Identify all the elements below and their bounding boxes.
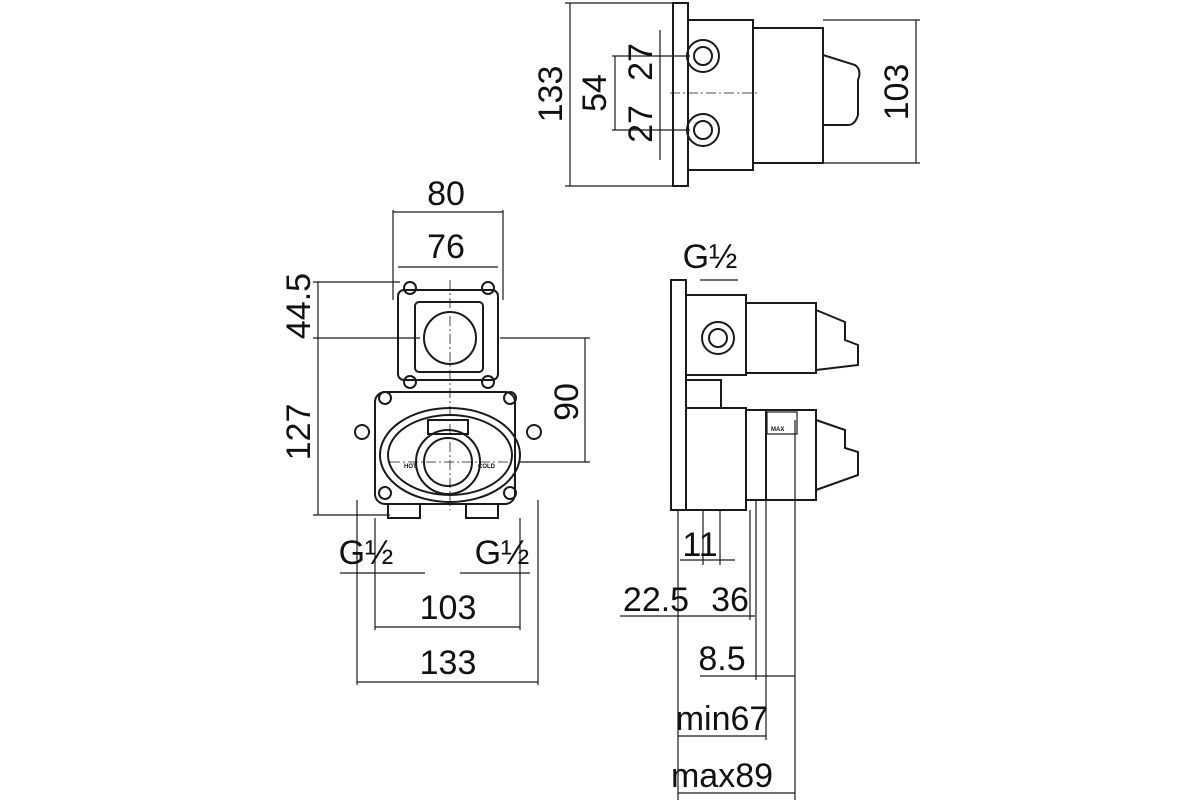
dim-side-22-5: 22.5 [623, 581, 689, 619]
dim-top-27-upper: 27 [622, 43, 660, 81]
thread-side-g12: G½ [683, 238, 738, 276]
dim-side-min67: min67 [676, 700, 769, 738]
label-cold: COLD [478, 464, 496, 470]
label-max: MAX [771, 427, 784, 433]
dim-top-54: 54 [576, 74, 614, 112]
dim-front-133: 133 [420, 644, 477, 682]
thread-left-g12: G½ [339, 534, 394, 572]
thread-right-g12: G½ [475, 534, 530, 572]
dim-front-44-5: 44.5 [280, 273, 318, 339]
dim-front-76: 76 [427, 228, 465, 266]
dim-front-103: 103 [420, 589, 477, 627]
dim-front-90: 90 [548, 383, 586, 421]
dim-top-133: 133 [532, 66, 570, 123]
dim-side-8-5: 8.5 [698, 640, 745, 678]
dim-front-80: 80 [427, 175, 465, 213]
dim-front-127: 127 [280, 404, 318, 461]
dim-side-max89: max89 [671, 757, 773, 795]
dim-top-103: 103 [878, 64, 916, 121]
top-view: 133 54 27 27 103 [532, 2, 920, 187]
dim-side-36: 36 [711, 581, 749, 619]
front-view: HOT COLD 80 76 44.5 127 90 G½ G½ 103 133 [280, 175, 590, 685]
label-hot: HOT [404, 464, 417, 470]
dim-side-11: 11 [682, 526, 717, 564]
side-view: MAX G½ 11 22.5 36 8.5 min67 max89 [620, 238, 859, 800]
dim-top-27-lower: 27 [622, 105, 660, 143]
